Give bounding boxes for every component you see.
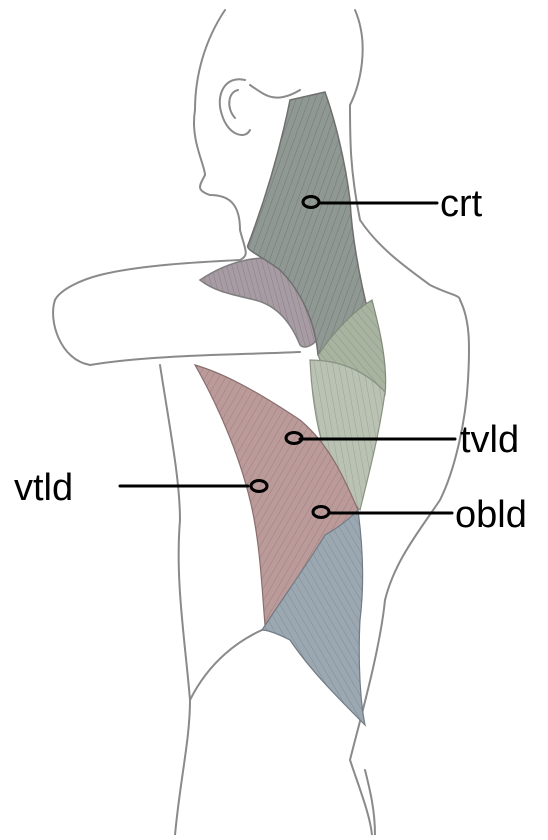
vtld-label: vtld — [14, 467, 73, 509]
obld-label: obld — [455, 494, 527, 536]
tvld-label: tvld — [460, 419, 519, 461]
crt-label: crt — [440, 183, 483, 225]
